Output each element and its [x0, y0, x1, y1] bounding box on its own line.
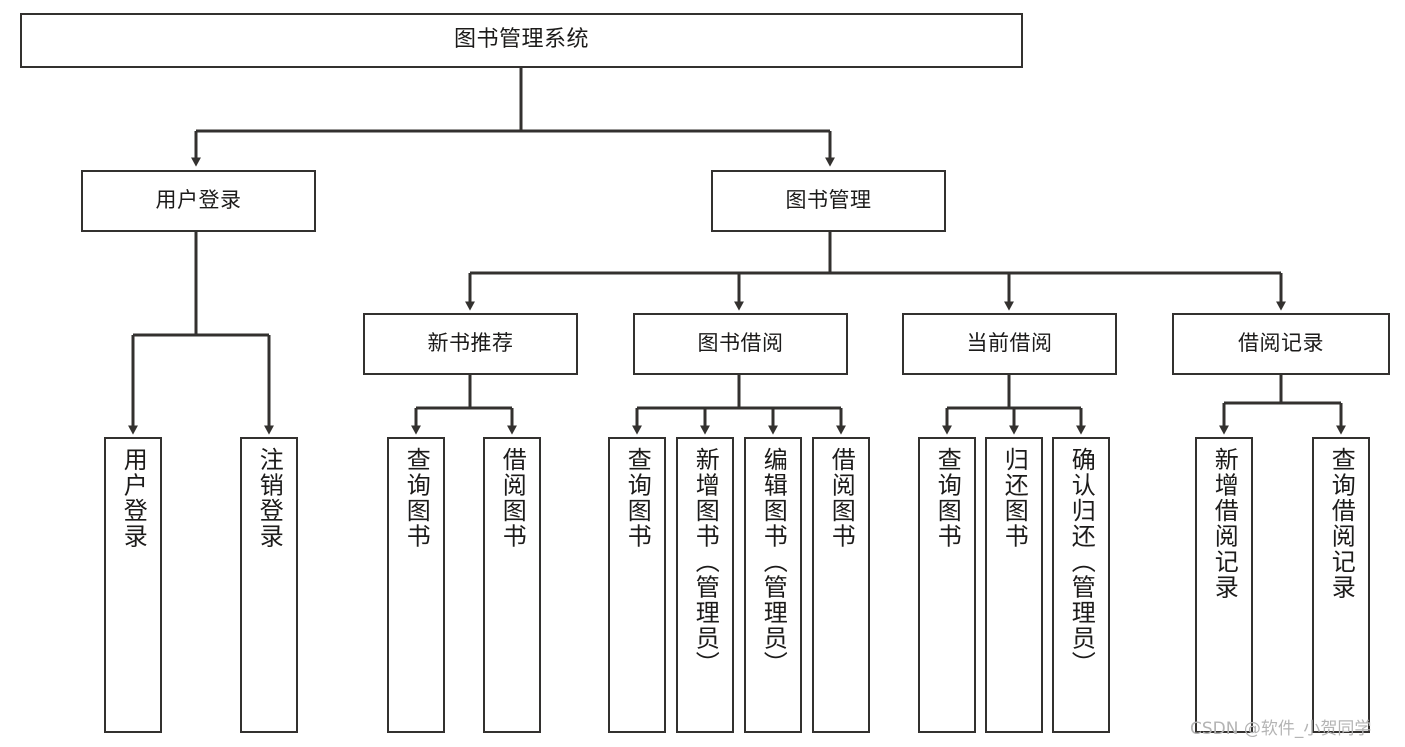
node-leaf-query-book-2[interactable]: 查询图书: [608, 437, 666, 733]
node-leaf-query-book-1-label: 查询图书: [402, 447, 431, 549]
node-leaf-borrow-book-2-label: 借阅图书: [827, 447, 856, 549]
node-leaf-query-book-2-label: 查询图书: [623, 447, 652, 549]
node-leaf-return-book[interactable]: 归还图书: [985, 437, 1043, 733]
node-user-login[interactable]: 用户登录: [81, 170, 316, 232]
node-root-label: 图书管理系统: [453, 27, 589, 53]
node-leaf-add-book-label: 新增图书（管理员）: [691, 447, 720, 677]
node-leaf-borrow-book-1[interactable]: 借阅图书: [483, 437, 541, 733]
node-new-book-recommend-label: 新书推荐: [427, 331, 514, 356]
node-leaf-query-record[interactable]: 查询借阅记录: [1312, 437, 1370, 733]
node-borrow-record-label: 借阅记录: [1238, 331, 1324, 356]
node-leaf-query-book-3-label: 查询图书: [933, 447, 962, 549]
node-leaf-add-record[interactable]: 新增借阅记录: [1195, 437, 1253, 733]
node-current-borrow[interactable]: 当前借阅: [902, 313, 1117, 375]
node-leaf-return-book-label: 归还图书: [1000, 447, 1029, 549]
node-leaf-borrow-book-2[interactable]: 借阅图书: [812, 437, 870, 733]
node-new-book-recommend[interactable]: 新书推荐: [363, 313, 578, 375]
node-book-management-label: 图书管理: [785, 188, 872, 213]
node-leaf-confirm-return-label: 确认归还（管理员）: [1067, 447, 1096, 677]
node-current-borrow-label: 当前借阅: [966, 331, 1053, 356]
node-leaf-borrow-book-1-label: 借阅图书: [498, 447, 527, 549]
node-book-borrow-label: 图书借阅: [697, 331, 784, 356]
node-leaf-user-login-label: 用户登录: [119, 447, 148, 549]
node-leaf-add-book[interactable]: 新增图书（管理员）: [676, 437, 734, 733]
node-user-login-label: 用户登录: [155, 188, 242, 213]
node-leaf-query-book-1[interactable]: 查询图书: [387, 437, 445, 733]
csdn-watermark: CSDN @软件_小贺同学: [1190, 719, 1372, 739]
node-leaf-add-record-label: 新增借阅记录: [1210, 447, 1239, 600]
node-leaf-logout-label: 注销登录: [255, 447, 284, 549]
node-leaf-query-book-3[interactable]: 查询图书: [918, 437, 976, 733]
node-leaf-edit-book-label: 编辑图书（管理员）: [759, 447, 788, 677]
node-leaf-logout[interactable]: 注销登录: [240, 437, 298, 733]
node-leaf-query-record-label: 查询借阅记录: [1327, 447, 1356, 600]
node-book-borrow[interactable]: 图书借阅: [633, 313, 848, 375]
node-leaf-edit-book[interactable]: 编辑图书（管理员）: [744, 437, 802, 733]
node-borrow-record[interactable]: 借阅记录: [1172, 313, 1390, 375]
node-leaf-user-login[interactable]: 用户登录: [104, 437, 162, 733]
node-book-management[interactable]: 图书管理: [711, 170, 946, 232]
node-root[interactable]: 图书管理系统: [20, 13, 1023, 68]
node-leaf-confirm-return[interactable]: 确认归还（管理员）: [1052, 437, 1110, 733]
